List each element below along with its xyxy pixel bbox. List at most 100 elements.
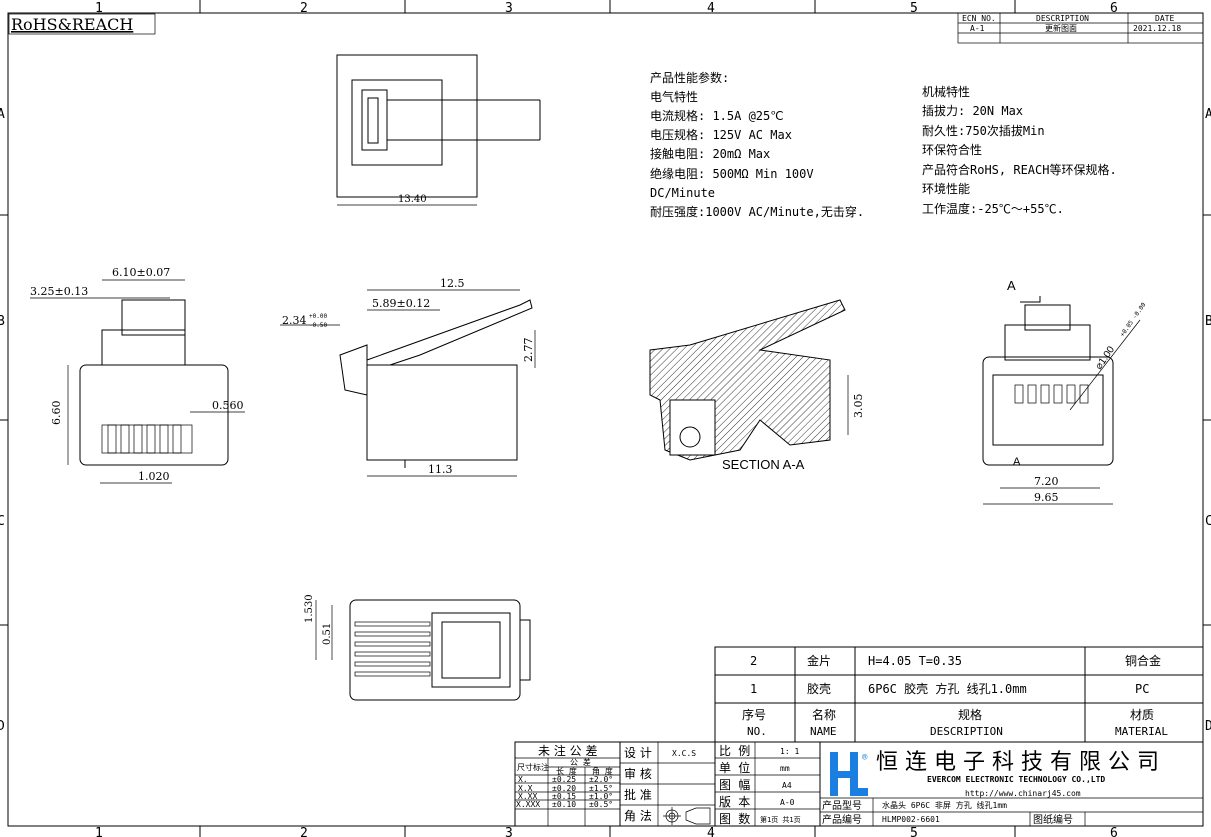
company-logo: ®: [830, 752, 868, 796]
spec-left-line: 绝缘电阻: 500MΩ Min 100V: [650, 166, 814, 181]
tolerance-cell: X.XX: [518, 792, 537, 801]
dim-front-3-25: 3.25±0.13: [30, 285, 88, 298]
dim-end-9-65: 9.65: [1034, 491, 1059, 504]
spec-left-line: 电流规格: 1.5A @25℃: [650, 108, 784, 123]
product-number: HLMP002-6601: [882, 815, 940, 824]
grid-col-4-bottom: 4: [707, 826, 715, 837]
spec-right-line: 插拔力: 20N Max: [922, 103, 1023, 118]
spec-left-line: 电气特性: [650, 89, 698, 104]
info-label-version: 版 本: [719, 795, 750, 809]
end-view: A A ⌀1.00 +0.05 -0.00 7.20 9.65: [982, 278, 1148, 505]
dim-bottom-1-530: 1.530: [304, 594, 315, 623]
spec-left-line: 产品性能参数:: [650, 70, 729, 85]
spec-right-line: 产品符合RoHS, REACH等环保规格.: [922, 162, 1117, 177]
dim-side-2-77: 2.77: [522, 338, 535, 363]
section-label: SECTION A-A: [722, 457, 805, 472]
info-value-version: A-0: [780, 798, 795, 807]
review-label: 审 核: [624, 766, 652, 781]
grid-col-2-bottom: 2: [300, 826, 308, 837]
tolerance-cell: ±0.5°: [589, 800, 613, 809]
dim-bottom-0-51: 0.51: [322, 623, 333, 645]
spec-right-line: 机械特性: [922, 84, 970, 99]
grid-col-6: 6: [1110, 1, 1118, 16]
tolerance-length: 长 度: [556, 766, 577, 776]
bottom-view: 1.530 0.51: [304, 594, 531, 701]
ecn-header-description: DESCRIPTION: [1036, 14, 1089, 23]
grid-col-1-bottom: 1: [95, 826, 103, 837]
tolerance-block: 未 注 公 差 尺寸标注 公 差 长 度 角 度 X. ±0.25 ±2.0° …: [514, 741, 621, 827]
dim-front-0-560: 0.560: [212, 399, 244, 412]
info-value-size: A4: [782, 781, 792, 790]
dim-side-2-34-upper: +0.00: [309, 313, 327, 320]
dim-end-7-20: 7.20: [1034, 475, 1059, 488]
tolerance-size-label: 尺寸标注: [517, 762, 549, 772]
grid-row-b-right: B: [1205, 314, 1211, 329]
spec-left-line: 电压规格: 125V AC Max: [650, 127, 792, 142]
tolerance-title: 未 注 公 差: [538, 743, 597, 758]
header-material-en: MATERIAL: [1115, 725, 1168, 738]
tolerance-cell: ±1.0°: [589, 792, 613, 801]
header-spec: 规格: [958, 707, 982, 722]
dim-front-6-10: 6.10±0.07: [112, 266, 170, 279]
approve-label: 批 准: [624, 787, 652, 802]
grid-col-5-bottom: 5: [910, 826, 918, 837]
grid-row-a-right: A: [1205, 107, 1211, 122]
dim-front-6-60: 6.60: [50, 401, 63, 426]
drawing-number-label: 图纸编号: [1033, 813, 1073, 826]
spec-right-line: 环境性能: [922, 181, 970, 196]
tolerance-label: 公 差: [570, 757, 591, 767]
tolerance-cell: ±0.10: [552, 800, 576, 809]
contact-pins: [107, 424, 182, 454]
design-label: 设 计: [624, 746, 652, 760]
grid-col-1: 1: [95, 1, 103, 16]
dim-side-2-34-lower: -0.50: [309, 322, 327, 329]
grid-row-c-right: C: [1205, 514, 1211, 529]
spec-right-line: 工作温度:-25℃～+55℃.: [922, 201, 1064, 216]
ecn-header-no: ECN NO.: [962, 14, 996, 23]
company-name-en: EVERCOM ELECTRONIC TECHNOLOGY CO.,LTD: [927, 775, 1105, 784]
spec-text-left: 产品性能参数: 电气特性 电流规格: 1.5A @25℃ 电压规格: 125V …: [650, 70, 864, 219]
info-label-scale: 比 例: [719, 744, 750, 758]
grid-row-b: B: [0, 314, 5, 329]
tolerance-cell: X.XXX: [516, 800, 540, 809]
info-label-sheets: 图 数: [719, 811, 750, 826]
section-view: 3.05 SECTION A-A: [649, 299, 865, 472]
header-no: 序号: [742, 707, 766, 722]
front-view: 6.10±0.07 3.25±0.13 6.60 0.560 1.020: [30, 266, 245, 484]
header-spec-en: DESCRIPTION: [930, 725, 1003, 738]
projection-label: 角 法: [624, 809, 652, 823]
tolerance-cell: ±2.0°: [589, 775, 613, 784]
product-model: 水晶头 6P6C 非屏 方孔 线孔1mm: [882, 800, 1007, 810]
top-view: 13.40: [336, 54, 541, 206]
approval-block: 设 计 X.C.S 审 核 批 准 角 法: [619, 741, 716, 827]
tolerance-cell: X.: [518, 775, 528, 784]
dim-side-2-34: 2.34: [282, 314, 307, 327]
dim-end-diameter-tol: +0.05 -0.00: [1119, 301, 1148, 338]
ecn-row-description: 更新图面: [1045, 23, 1077, 33]
part-material: 铜合金: [1125, 653, 1161, 668]
header-name: 名称: [812, 707, 836, 722]
dim-end-diameter: ⌀1.00: [1093, 344, 1117, 372]
ecn-table: ECN NO. DESCRIPTION DATE A-1 更新图面 2021.1…: [957, 12, 1204, 44]
third-angle-projection-icon: [663, 807, 711, 825]
part-material: PC: [1135, 682, 1149, 696]
spec-right-line: 环保符合性: [922, 142, 982, 157]
tolerance-cell: ±0.20: [552, 784, 576, 793]
tolerance-cell: ±0.25: [552, 775, 576, 784]
ecn-header-date: DATE: [1155, 14, 1174, 23]
ecn-row-no: A-1: [970, 24, 985, 33]
product-model-label: 产品型号: [822, 799, 862, 812]
header-no-en: NO.: [747, 725, 767, 738]
grid-col-2: 2: [300, 1, 308, 16]
company-url: http://www.chinarj45.com: [965, 789, 1081, 798]
grid-row-a: A: [0, 107, 5, 122]
grid-col-4: 4: [707, 1, 715, 16]
tolerance-angle: 角 度: [592, 766, 613, 776]
grid-col-5: 5: [910, 1, 918, 16]
product-number-label: 产品编号: [822, 813, 862, 826]
grid-row-d-right: D: [1205, 719, 1211, 734]
contact-lines: [354, 621, 431, 677]
spec-left-line: DC/Minute: [650, 186, 715, 200]
part-name: 胶壳: [807, 681, 831, 696]
